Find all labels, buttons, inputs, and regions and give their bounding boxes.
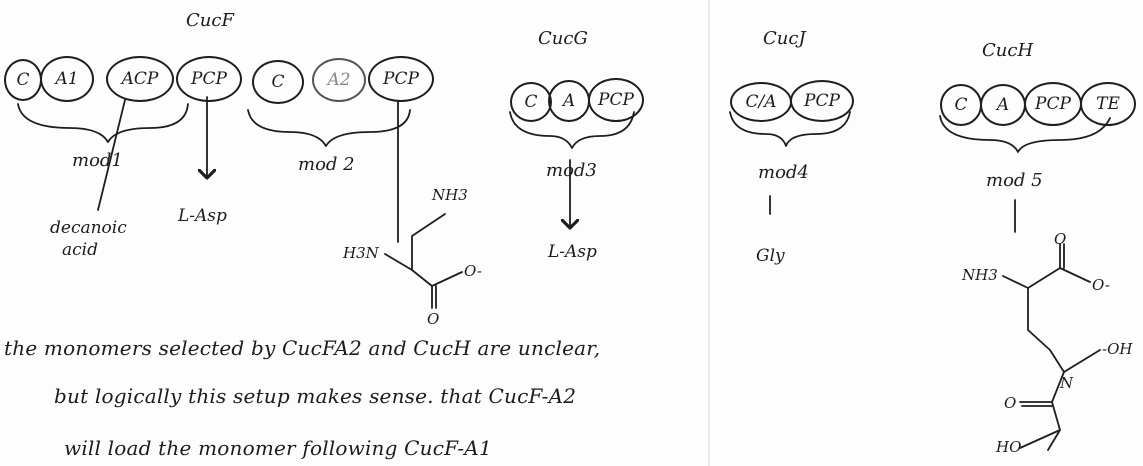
note-line-3: will load the monomer following CucF-A1 — [64, 436, 492, 460]
mod2-skeleton — [384, 213, 463, 309]
module-label-2: mod 2 — [298, 154, 355, 175]
tie-decanoic — [97, 99, 126, 211]
cucF-domain-c2: C — [252, 60, 304, 104]
mod5-nh3: NH3 — [962, 266, 998, 284]
cucH-domain-c: C — [940, 84, 982, 126]
mod1-substrate-line1: decanoic — [50, 218, 127, 238]
cucF-domain-a1: A1 — [40, 56, 94, 102]
brace-mod5 — [939, 115, 1111, 153]
cucF-domain-pcp1: PCP — [176, 56, 242, 102]
cucF-domain-c1: C — [4, 59, 42, 101]
protein-cucG-label: CucG — [538, 28, 588, 49]
module-label-5: mod 5 — [986, 170, 1043, 191]
mod5-o2: O — [1004, 394, 1017, 412]
cucJ-domain-ca: C/A — [730, 82, 792, 122]
mod5-o: O — [1054, 230, 1067, 248]
mod5-skeleton — [1002, 243, 1101, 451]
protein-cucH-label: CucH — [982, 40, 1034, 61]
mod5-oh: -OH — [1102, 340, 1133, 358]
cucG-domain-c: C — [510, 82, 552, 122]
brace-mod3 — [509, 111, 635, 149]
note-line-1: the monomers selected by CucFA2 and CucH… — [4, 336, 601, 360]
mod1-substrate-line2: acid — [62, 240, 98, 260]
mod4-amino-acid: Gly — [756, 246, 785, 266]
mod2-h3n: H3N — [343, 244, 379, 262]
brace-mod4 — [729, 111, 851, 147]
mod2-nh3: NH3 — [432, 186, 468, 204]
mod5-ominus: O- — [1092, 276, 1110, 294]
cucH-domain-pcp: PCP — [1024, 82, 1082, 126]
mod5-n: N — [1060, 374, 1074, 392]
cucJ-domain-pcp: PCP — [790, 80, 854, 122]
cucH-domain-te: TE — [1080, 82, 1136, 126]
module-label-3: mod3 — [546, 160, 597, 181]
cucH-domain-a: A — [980, 84, 1026, 126]
protein-cucF-label: CucF — [186, 10, 234, 31]
mod2-o: O — [427, 310, 440, 328]
page-fold — [708, 0, 710, 466]
mod3-amino-acid: L-Asp — [548, 242, 597, 262]
cucF-domain-acp: ACP — [106, 56, 174, 102]
brace-mod1 — [17, 103, 189, 143]
protein-cucJ-label: CucJ — [763, 28, 806, 49]
module-label-4: mod4 — [758, 162, 809, 183]
note-line-2: but logically this setup makes sense. th… — [54, 384, 577, 408]
mod2-ominus: O- — [464, 262, 482, 280]
cucG-domain-pcp: PCP — [588, 78, 644, 122]
brace-mod2 — [247, 109, 411, 147]
mod1-amino-acid: L-Asp — [178, 206, 227, 226]
module-label-1: mod1 — [72, 150, 123, 171]
mod5-ho: HO — [996, 438, 1022, 456]
cucF-domain-pcp2: PCP — [368, 56, 434, 102]
cucG-domain-a: A — [548, 80, 590, 122]
cucF-domain-a2: A2 — [312, 58, 366, 102]
